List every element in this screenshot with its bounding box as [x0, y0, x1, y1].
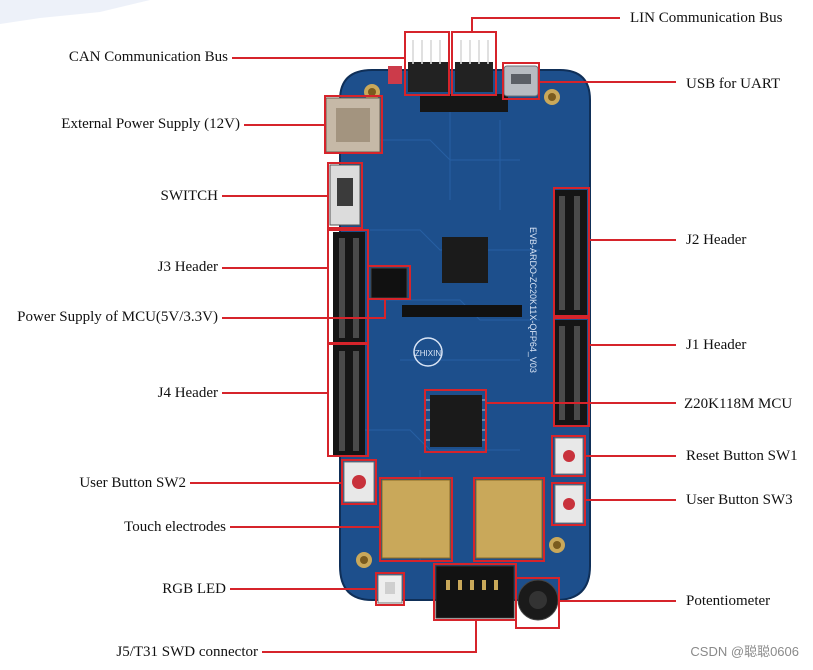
- label-swd-connector: J5/T31 SWD connector: [116, 644, 258, 660]
- label-ext-power: External Power Supply (12V): [61, 116, 240, 132]
- label-mcu-power: Power Supply of MCU(5V/3.3V): [17, 309, 218, 325]
- pcb-board: ZHIXIN EVB-ARDO-ZC20K11X-QFP64_V03: [325, 40, 591, 621]
- label-user-button-sw2: User Button SW2: [79, 475, 186, 491]
- svg-text:ZHIXIN: ZHIXIN: [415, 349, 441, 358]
- label-j4-header: J4 Header: [157, 385, 218, 401]
- label-potentiometer: Potentiometer: [686, 593, 771, 609]
- label-reset-button: Reset Button SW1: [686, 448, 798, 464]
- watermark: CSDN @聪聪0606: [690, 644, 799, 659]
- decorative-corner: [0, 0, 150, 24]
- label-mcu: Z20K118M MCU: [684, 396, 793, 412]
- label-touch-electrodes: Touch electrodes: [124, 519, 226, 535]
- label-j3-header: J3 Header: [157, 259, 218, 275]
- potentiometer-knob-icon: [517, 579, 559, 621]
- silkscreen-text: EVB-ARDO-ZC20K11X-QFP64_V03: [528, 227, 538, 373]
- label-lin-bus: LIN Communication Bus: [630, 10, 783, 26]
- leader-lines: [190, 17, 676, 653]
- mcu-chip-icon: [442, 237, 488, 283]
- label-usb-uart: USB for UART: [686, 76, 781, 92]
- label-j2-header: J2 Header: [686, 232, 747, 248]
- usb-port-icon: [503, 65, 539, 97]
- label-user-button-sw3: User Button SW3: [686, 492, 793, 508]
- touch-electrode-icon: [381, 479, 543, 559]
- board-logo: ZHIXIN: [413, 337, 443, 367]
- label-rgb-led: RGB LED: [162, 581, 226, 597]
- label-switch: SWITCH: [160, 188, 219, 204]
- label-can-bus: CAN Communication Bus: [68, 49, 228, 65]
- label-j1-header: J1 Header: [686, 337, 747, 353]
